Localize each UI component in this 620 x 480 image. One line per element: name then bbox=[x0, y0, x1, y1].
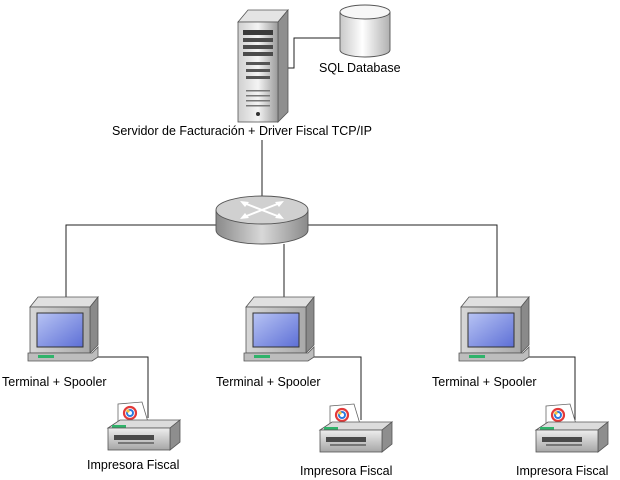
router-terminal-1-link bbox=[65, 224, 216, 298]
router-terminal-3-link bbox=[308, 224, 498, 298]
terminal-label: Terminal + Spooler bbox=[432, 375, 537, 389]
connection-lines bbox=[65, 37, 576, 420]
terminal-3-printer-link bbox=[520, 356, 576, 420]
printer-label: Impresora Fiscal bbox=[300, 464, 392, 478]
router-icon bbox=[215, 195, 309, 245]
printer-label: Impresora Fiscal bbox=[516, 464, 608, 478]
printer-icon bbox=[318, 403, 394, 453]
terminal-label: Terminal + Spooler bbox=[2, 375, 107, 389]
terminal-2-printer-link bbox=[305, 356, 362, 420]
printer-icon bbox=[106, 401, 182, 451]
database-icon bbox=[339, 4, 391, 58]
server-icon bbox=[237, 8, 289, 123]
terminal-label: Terminal + Spooler bbox=[216, 375, 321, 389]
printer-icon bbox=[534, 403, 610, 453]
database-label: SQL Database bbox=[319, 61, 401, 75]
server-label: Servidor de Facturación + Driver Fiscal … bbox=[112, 124, 372, 138]
terminal-icon bbox=[243, 295, 315, 362]
printer-label: Impresora Fiscal bbox=[87, 458, 179, 472]
terminal-icon bbox=[458, 295, 530, 362]
terminal-icon bbox=[27, 295, 99, 362]
terminal-1-printer-link bbox=[94, 356, 149, 418]
